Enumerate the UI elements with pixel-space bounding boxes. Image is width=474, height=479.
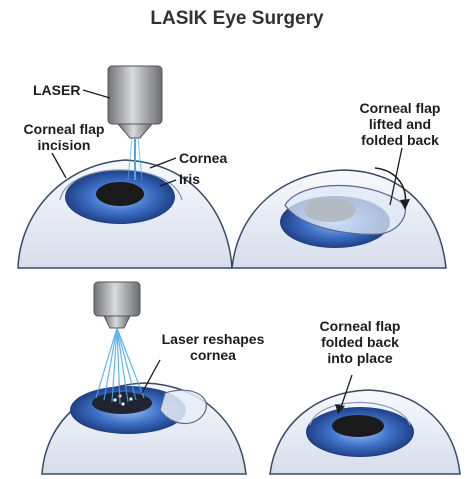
cornea-1 xyxy=(59,169,183,201)
leader-flap-lifted xyxy=(389,147,403,206)
label-flap-replaced-line-2: folded back xyxy=(321,334,399,350)
label-incision-line-2: incision xyxy=(37,137,91,153)
label-reshape-line-2: cornea xyxy=(190,347,236,363)
leader-laser xyxy=(82,89,111,99)
label-flap-lifted-line-2: lifted and xyxy=(368,116,432,132)
corneal-flap-aside xyxy=(159,389,207,425)
label-reshape: Laser reshapes cornea xyxy=(150,331,276,363)
pupil-1 xyxy=(96,182,144,206)
laser-nozzle-3 xyxy=(103,315,131,329)
label-laser: LASER xyxy=(33,82,81,98)
label-reshape-line-1: Laser reshapes xyxy=(161,331,265,347)
leader-incision xyxy=(51,152,67,179)
corneal-flap-lifted xyxy=(284,184,407,235)
corneal-flap-replaced xyxy=(309,402,411,426)
leader-iris xyxy=(159,179,177,187)
panel-2-flap-lifted xyxy=(231,147,447,269)
label-flap-lifted: Corneal flap lifted and folded back xyxy=(345,100,455,148)
label-flap-lifted-line-3: folded back xyxy=(361,132,439,148)
pupil-4 xyxy=(332,415,384,437)
panel-3-reshape xyxy=(41,281,247,475)
label-incision: Corneal flap incision xyxy=(12,121,116,153)
diagram-title: LASIK Eye Surgery xyxy=(150,8,324,29)
label-iris: Iris xyxy=(179,171,201,187)
laser-beams-3 xyxy=(95,327,145,405)
laser-device-3 xyxy=(93,281,141,317)
laser-nozzle-1 xyxy=(116,123,154,139)
label-incision-line-1: Corneal flap xyxy=(23,121,105,137)
leader-cornea xyxy=(149,157,177,169)
leader-flap-replaced xyxy=(339,374,353,411)
label-flap-replaced-line-1: Corneal flap xyxy=(319,318,401,334)
leader-reshape xyxy=(141,359,161,394)
label-flap-replaced: Corneal flap folded back into place xyxy=(305,318,415,366)
panel-4-flap-replaced xyxy=(269,374,461,475)
panel-1-incision xyxy=(17,65,233,269)
label-cornea: Cornea xyxy=(179,150,228,166)
label-flap-replaced-line-3: into place xyxy=(327,350,393,366)
laser-device-1 xyxy=(107,65,163,125)
label-flap-lifted-line-1: Corneal flap xyxy=(359,100,441,116)
